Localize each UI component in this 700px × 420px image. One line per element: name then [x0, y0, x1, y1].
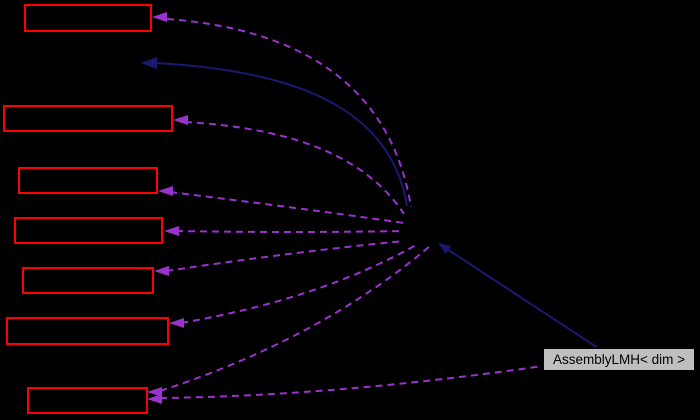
usage-edge-current-to-node-7	[159, 365, 544, 399]
inheritance-edge-hidden-base	[155, 62, 408, 207]
usage-edge-node-1	[166, 18, 412, 208]
usage-edges	[147, 12, 544, 404]
class-node-1[interactable]	[24, 4, 152, 32]
inheritance-edge-from-current-arrowhead	[438, 243, 451, 254]
class-node-3[interactable]	[18, 167, 158, 194]
usage-edge-node-3-arrowhead	[158, 186, 173, 196]
inheritance-edge-hidden-base-arrowhead	[141, 57, 157, 69]
usage-edge-node-3	[169, 191, 405, 224]
class-node-2[interactable]	[3, 105, 173, 132]
class-node-4[interactable]	[14, 217, 163, 244]
usage-edge-node-1-arrowhead	[152, 12, 167, 22]
usage-edge-node-4	[175, 230, 405, 233]
class-node-5[interactable]	[22, 267, 154, 294]
usage-edge-current-to-node-7-arrowhead	[147, 394, 162, 404]
inheritance-edges	[141, 57, 599, 349]
class-nodes	[3, 4, 173, 414]
usage-edge-node-7	[159, 245, 431, 392]
usage-edge-node-5-arrowhead	[154, 266, 169, 276]
current-class-node-box	[542, 347, 696, 372]
current-class-node: AssemblyLMH< dim >	[542, 347, 696, 372]
usage-edge-node-2	[184, 121, 405, 215]
usage-edge-node-2-arrowhead	[173, 115, 188, 125]
usage-edge-node-4-arrowhead	[164, 226, 179, 236]
class-node-6[interactable]	[6, 317, 169, 345]
inheritance-edge-from-current	[446, 248, 599, 349]
usage-edge-node-6-arrowhead	[169, 318, 184, 328]
usage-edge-node-7-arrowhead	[147, 387, 162, 397]
class-node-7[interactable]	[27, 387, 148, 414]
usage-edge-node-6	[180, 244, 417, 324]
current-class-label: AssemblyLMH< dim >	[553, 352, 685, 367]
